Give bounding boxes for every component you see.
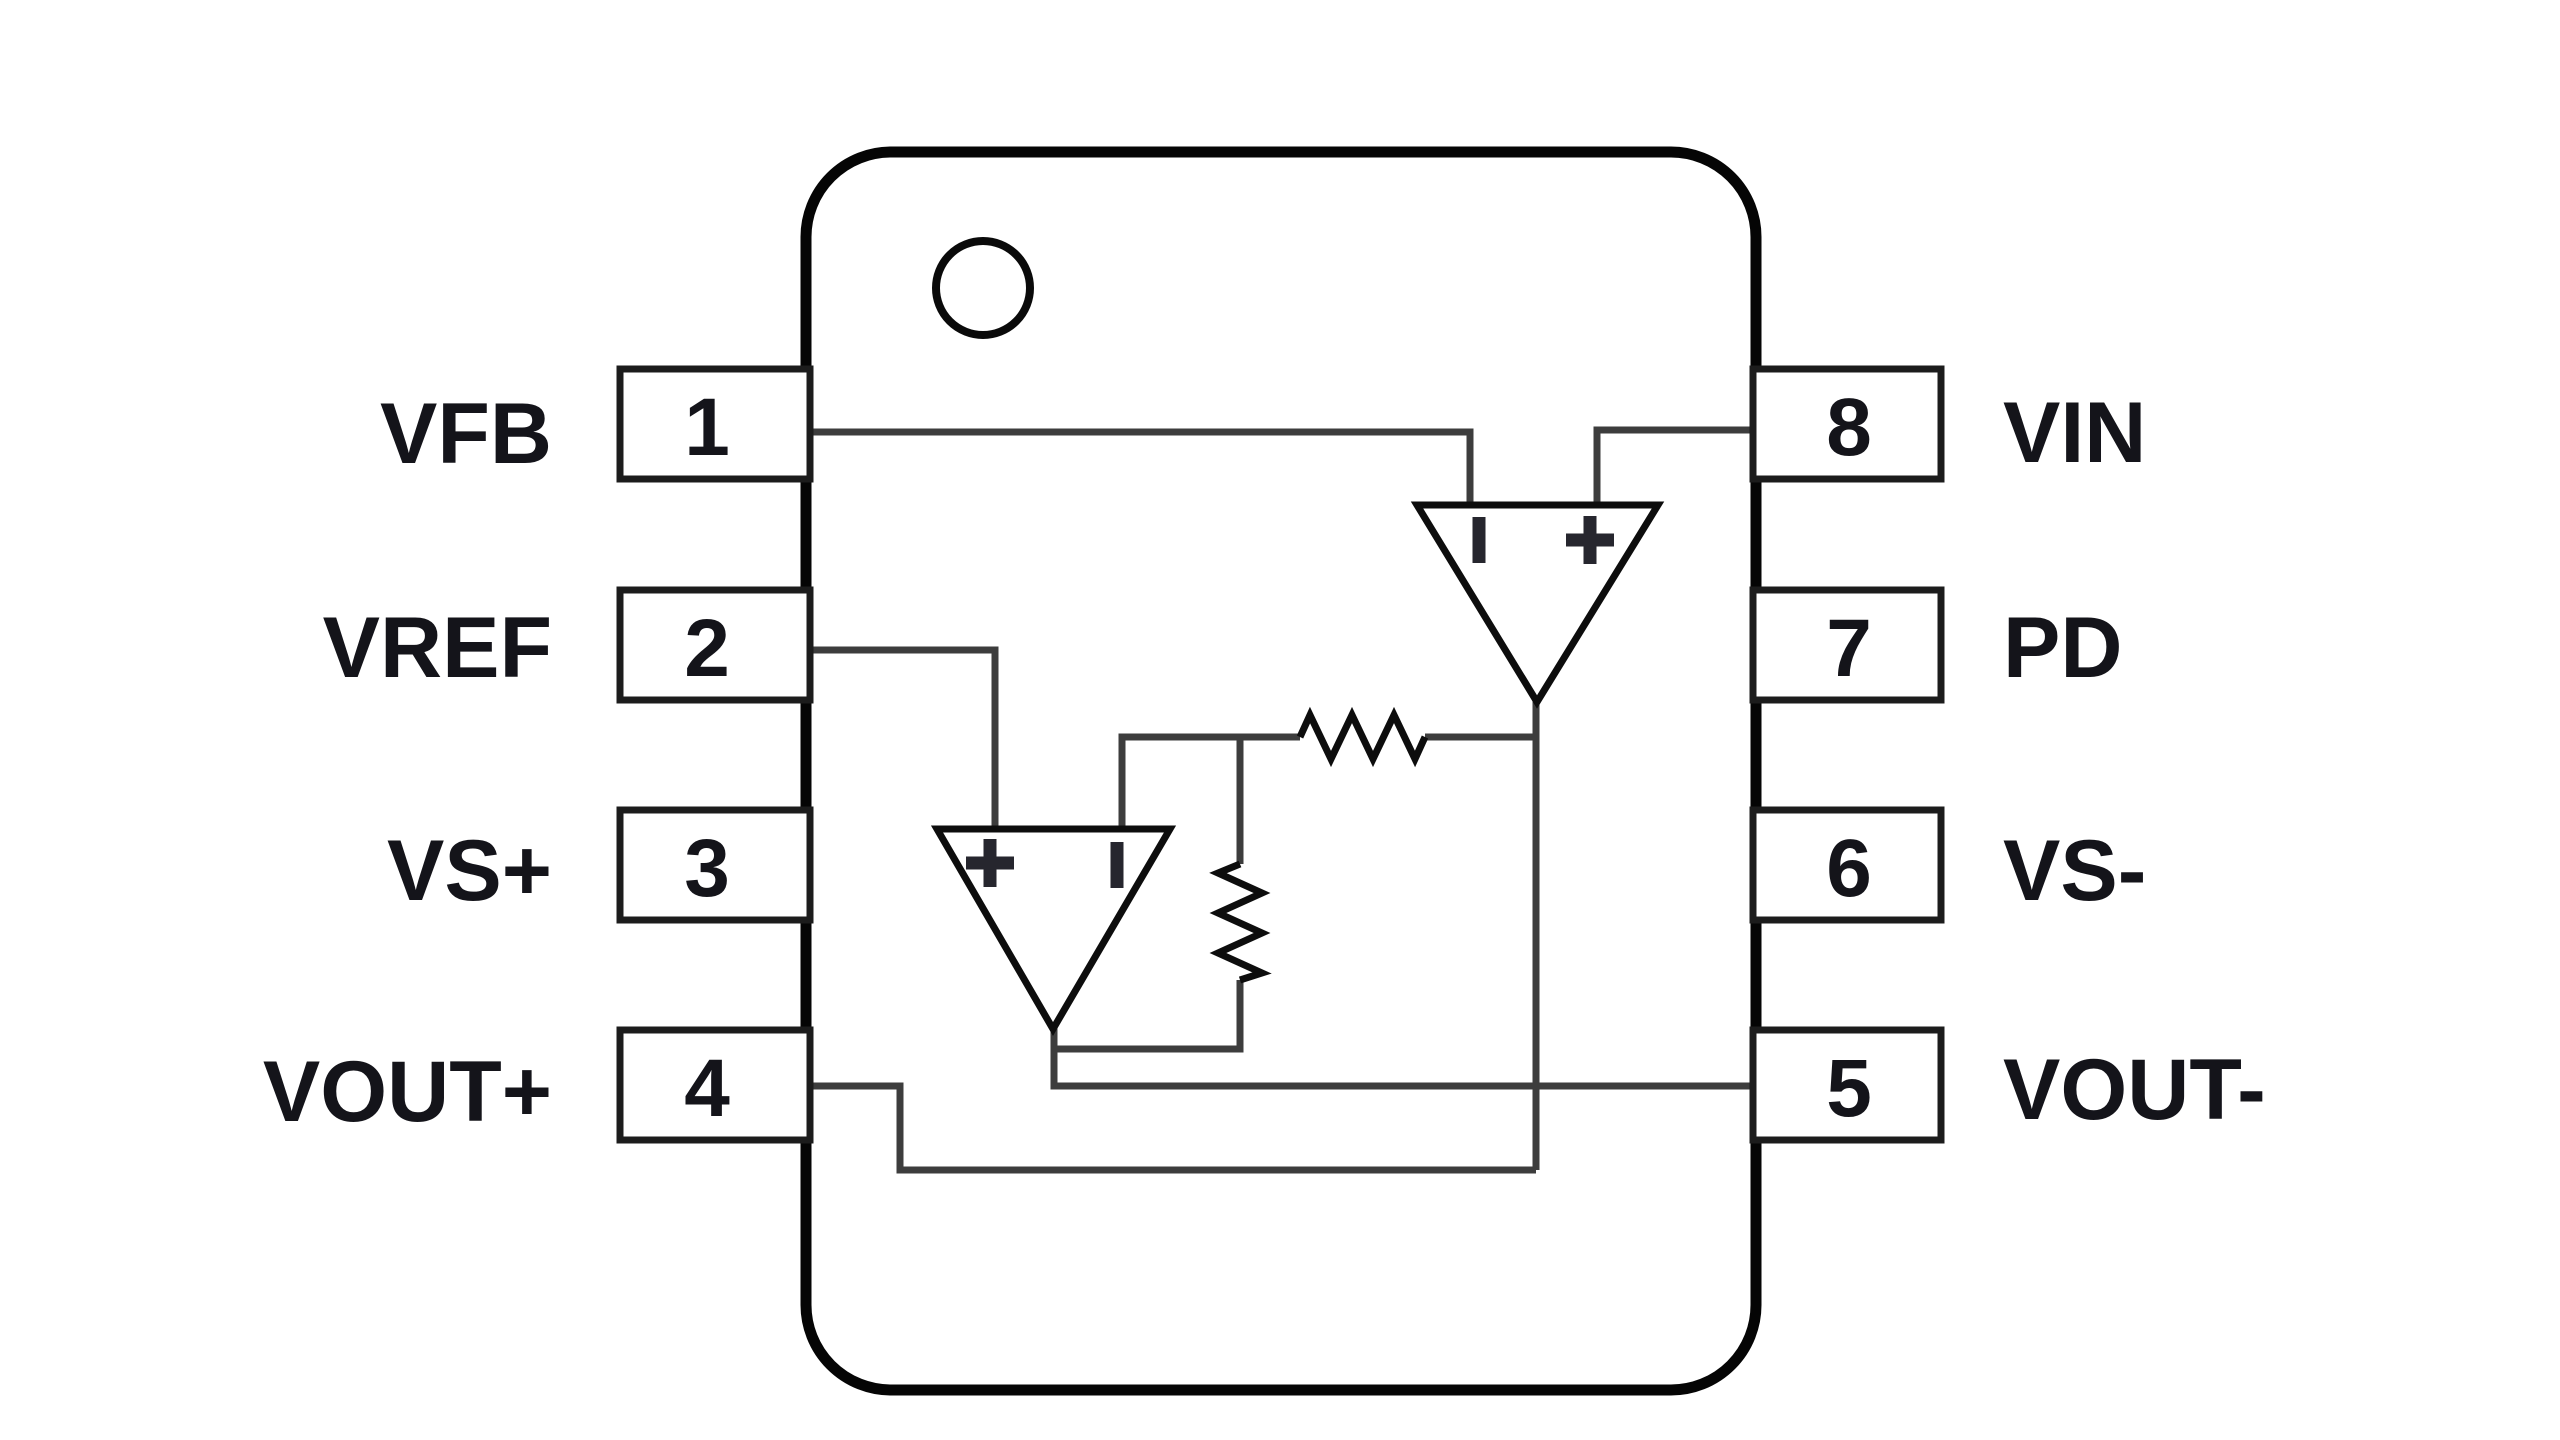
pin-box-2 (616, 586, 814, 704)
pin-label-vin: VIN (2003, 385, 2146, 481)
pin1-indicator-dot-icon (932, 237, 1034, 339)
pin-box-6 (1749, 806, 1945, 924)
wire-vfb-to-top-opamp-inverting (810, 428, 1474, 505)
pin-number-6: 6 (1826, 823, 1872, 914)
pin-number-8: 8 (1826, 382, 1872, 473)
pin-number-4: 4 (684, 1043, 730, 1134)
pin-label-voutplus: VOUT+ (263, 1044, 552, 1140)
pin-box-8 (1749, 365, 1945, 483)
pin-number-1: 1 (684, 382, 730, 473)
pin-box-1 (616, 365, 814, 483)
pin-label-vsplus: VS+ (387, 823, 552, 919)
wire-voutplus-to-top-opamp-output (810, 1082, 1536, 1174)
feedback-resistor-vertical (1209, 860, 1272, 984)
pin-label-vsminus: VS- (2003, 823, 2146, 919)
pin-number-2: 2 (684, 603, 730, 694)
pin-label-vfb: VFB (380, 386, 552, 482)
wire-vref-to-bottom-opamp-noninverting (810, 646, 999, 829)
chip-body (800, 146, 1762, 1396)
pin-number-3: 3 (684, 823, 730, 914)
feedback-resistor-horizontal (1296, 706, 1429, 768)
pin-label-vref: VREF (323, 600, 552, 696)
wire-vertical-resistor-bottom-lead (1054, 980, 1244, 1053)
pin-box-7 (1749, 586, 1945, 704)
pin-label-pd: PD (2003, 600, 2122, 696)
pin-box-4 (616, 1026, 814, 1144)
wire-bottom-opamp-output-to-voutminus (1050, 1027, 1753, 1090)
pin-number-7: 7 (1826, 603, 1872, 694)
pin-number-5: 5 (1826, 1043, 1872, 1134)
pin-box-3 (616, 806, 814, 924)
pin-box-5 (1749, 1026, 1945, 1144)
pin-label-voutminus: VOUT- (2003, 1042, 2266, 1138)
wire-vin-to-top-opamp-noninverting (1593, 426, 1753, 505)
